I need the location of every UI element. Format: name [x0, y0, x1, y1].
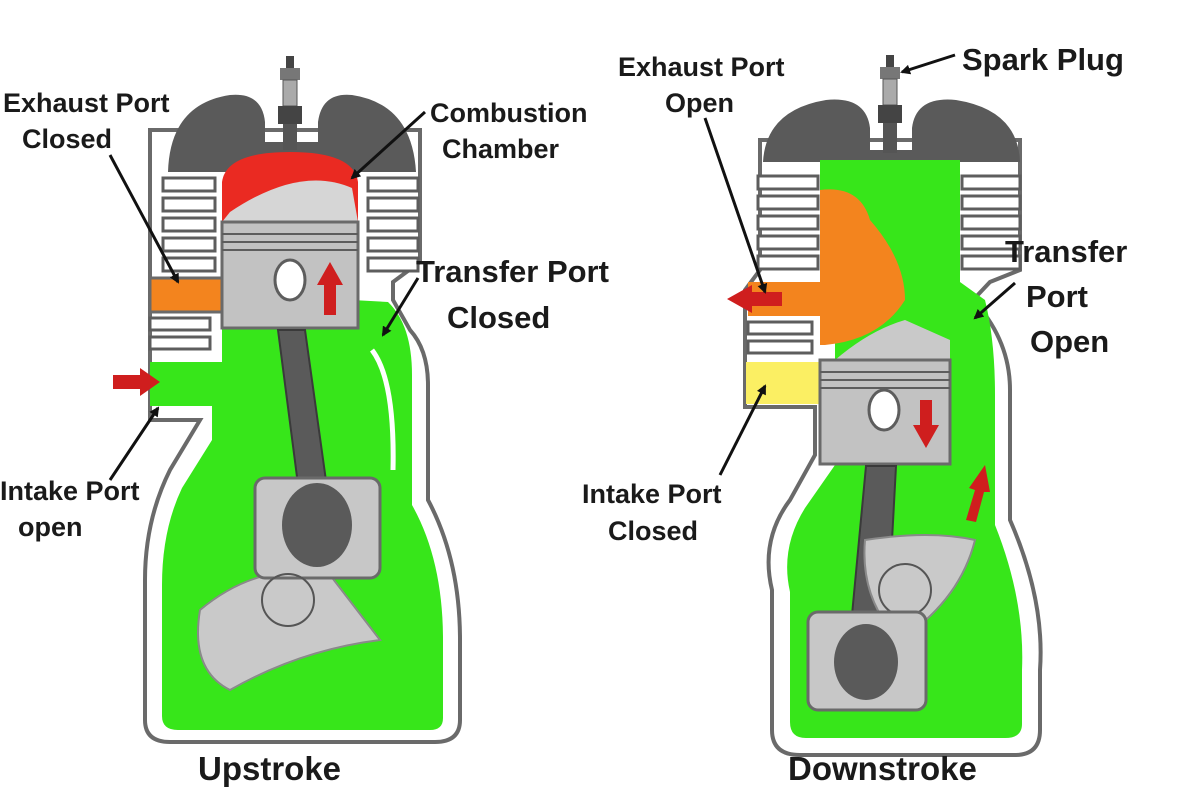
downstroke-transfer-port-label-line1: Transfer [1005, 234, 1127, 269]
downstroke-cylinder-head [763, 99, 1020, 162]
downstroke-spark-plug [878, 55, 902, 153]
downstroke-piston-down-arrow [913, 400, 939, 448]
upstroke-piston-crown [222, 180, 358, 222]
upstroke-wrist-pin [273, 258, 307, 302]
downstroke-cooling-fins-right [960, 174, 1022, 271]
upstroke-engine [113, 56, 462, 744]
combustion-chamber-label-line2: Chamber [442, 134, 560, 164]
upstroke-exhaust-port [148, 276, 224, 314]
downstroke-crankshaft [806, 610, 928, 712]
downstroke-lower-fin [746, 320, 814, 336]
downstroke-engine [727, 55, 1043, 757]
upstroke-transfer-port-label-line2: Closed [447, 300, 550, 335]
downstroke-exhaust-flow-arrow [727, 285, 782, 313]
downstroke-wrist-pin [867, 388, 901, 432]
downstroke-intake-port-label-line2: Closed [608, 516, 698, 546]
downstroke-title: Downstroke [788, 750, 977, 787]
upstroke-lower-fin [148, 316, 212, 332]
downstroke-piston-crown [835, 320, 950, 360]
upstroke-intake-flow-arrow [113, 368, 160, 396]
upstroke-piston-up-arrow [317, 262, 343, 315]
downstroke-cooling-fins-left [756, 174, 820, 271]
downstroke-lower-fin [746, 339, 814, 355]
upstroke-title: Upstroke [198, 750, 341, 787]
downstroke-exhaust-port-label-line2: Open [665, 88, 734, 118]
combustion-chamber-label-line1: Combustion [430, 98, 587, 128]
upstroke-intake-port-label-line2: open [18, 512, 83, 542]
downstroke-exhaust-gas [820, 189, 905, 345]
upstroke-spark-plug [278, 56, 302, 150]
upstroke-cooling-fins-right [366, 176, 420, 273]
upstroke-crankshaft [253, 476, 382, 627]
downstroke-transfer-port-label-line3: Open [1030, 324, 1109, 359]
upstroke-transfer-passage [369, 348, 396, 471]
downstroke-intake-port-label-line1: Intake Port [582, 479, 722, 509]
upstroke-cylinder-head [168, 94, 416, 172]
upstroke-piston [220, 220, 360, 330]
upstroke-lower-fin [148, 335, 212, 351]
upstroke-cooling-fins-left [161, 176, 217, 273]
downstroke-transfer-flow-arrow [966, 465, 990, 522]
downstroke-transfer-port-label-line2: Port [1026, 279, 1088, 314]
upstroke-transfer-port-label-line1: Transfer Port [416, 254, 609, 289]
upstroke-intake-port [150, 362, 212, 406]
downstroke-exhaust-port-label-line1: Exhaust Port [618, 52, 785, 82]
upstroke-exhaust-port-label-line2: Closed [22, 124, 112, 154]
downstroke-intake-port [746, 362, 820, 404]
upstroke-intake-port-label-line1: Intake Port [0, 476, 140, 506]
leader-lines [108, 53, 1016, 481]
upstroke-exhaust-port-label-line1: Exhaust Port [3, 88, 170, 118]
spark-plug-label: Spark Plug [962, 42, 1124, 77]
